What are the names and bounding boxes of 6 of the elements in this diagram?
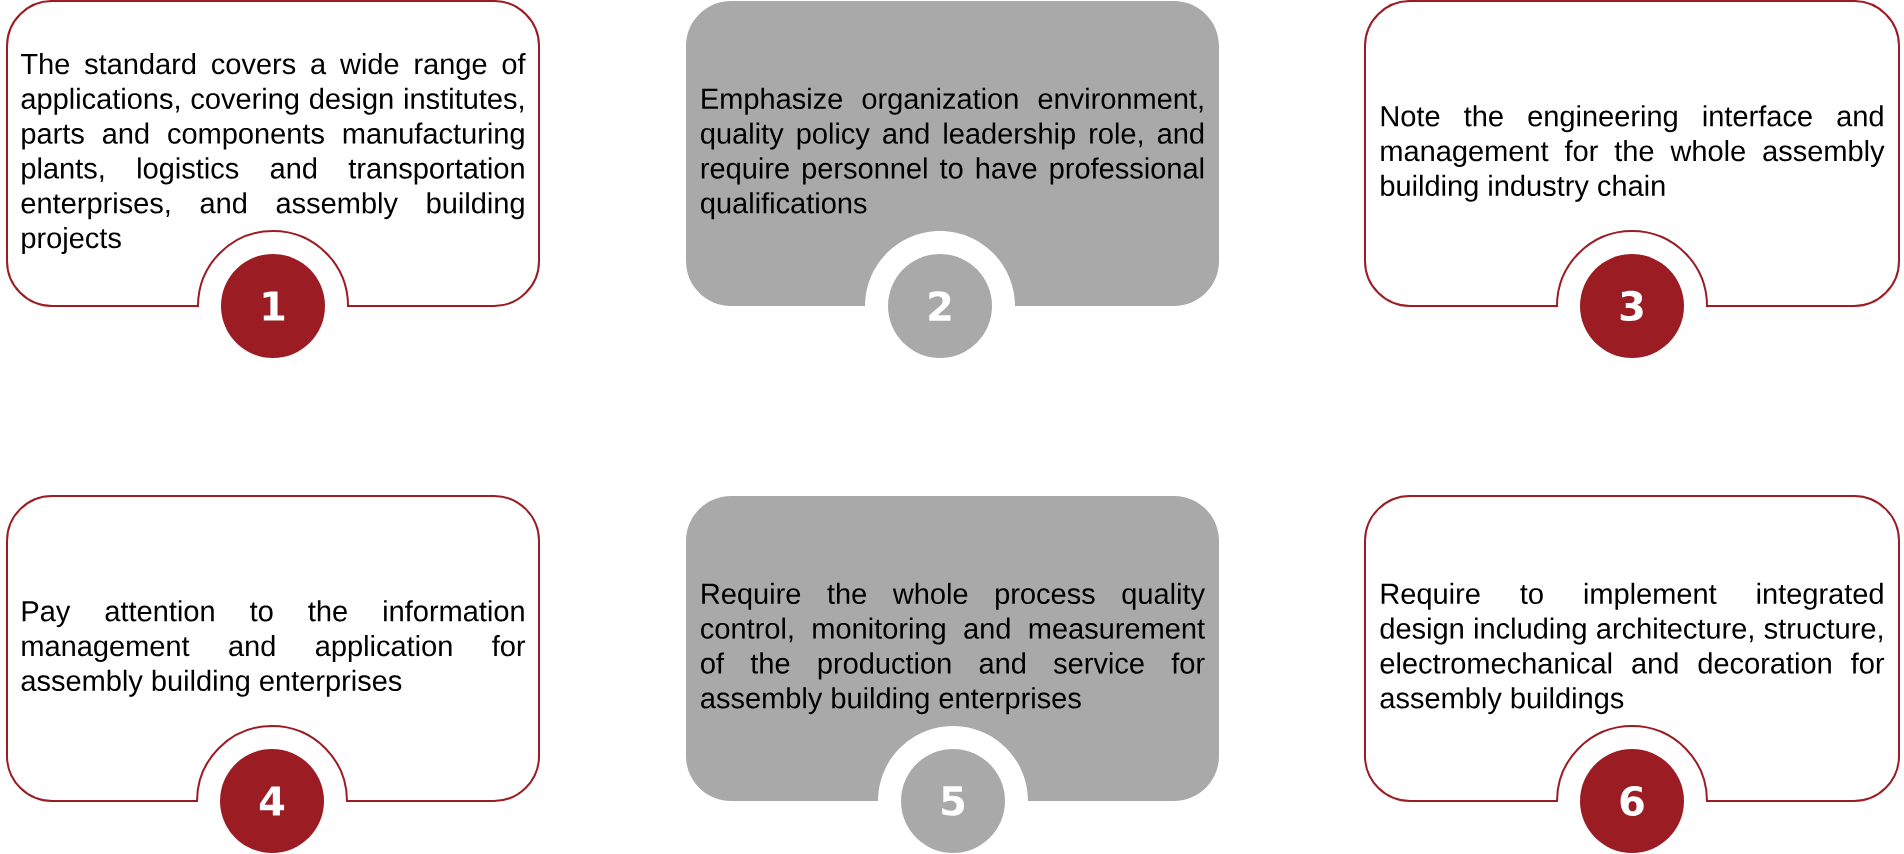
number-badge: 6 (1580, 749, 1684, 853)
number-badge: 5 (901, 749, 1005, 853)
number-badge: 1 (221, 254, 325, 358)
number-badge: 4 (220, 749, 324, 853)
number-badge: 2 (888, 254, 992, 358)
number-badge: 3 (1580, 254, 1684, 358)
